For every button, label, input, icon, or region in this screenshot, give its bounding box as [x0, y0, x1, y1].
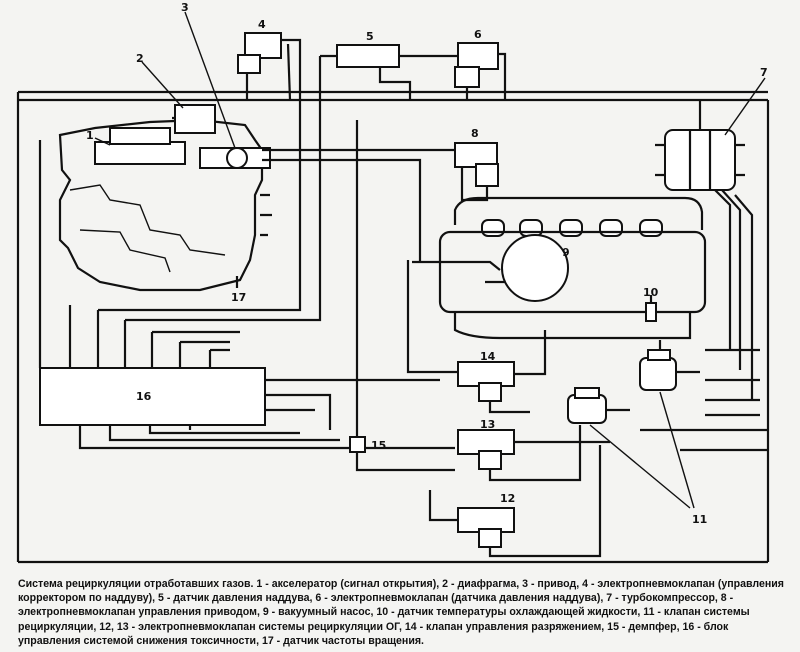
component-8-valve	[262, 142, 499, 262]
component-5-sensor	[318, 44, 412, 100]
label-12: 12	[500, 492, 515, 505]
label-8: 8	[471, 127, 479, 140]
leader-lines	[94, 11, 766, 288]
label-3: 3	[181, 1, 189, 14]
label-7: 7	[760, 66, 768, 79]
injection-pump	[58, 104, 272, 292]
figure-caption: Система рециркуляции отработавших газов.…	[18, 578, 784, 647]
egr-system-diagram: 1 2 3 4 5 6 7 8 9 10 11 12 13 14 15 16 1…	[16, 1, 770, 564]
damper-15	[349, 120, 455, 472]
label-4: 4	[258, 18, 266, 31]
label-10: 10	[643, 286, 659, 299]
component-6-valve	[399, 42, 507, 100]
label-15: 15	[371, 439, 386, 452]
label-1: 1	[86, 129, 94, 142]
label-9: 9	[562, 246, 570, 259]
label-16: 16	[136, 390, 152, 403]
label-14: 14	[480, 350, 496, 363]
label-2: 2	[136, 52, 144, 65]
number-labels: 1 2 3 4 5 6 7 8 9 10 11 12 13 14 15 16 1…	[86, 1, 768, 526]
component-12-valve	[428, 445, 602, 558]
component-14-valve	[406, 260, 547, 414]
label-5: 5	[366, 30, 374, 43]
vacuum-pump	[412, 234, 569, 302]
egr-valves-11	[567, 340, 768, 509]
cylinder-ports	[481, 219, 663, 237]
component-4-valve	[237, 32, 302, 101]
label-13: 13	[480, 418, 495, 431]
coolant-temp-sensor	[645, 295, 657, 322]
label-17: 17	[231, 291, 246, 304]
turbocharger	[655, 100, 745, 191]
label-11: 11	[692, 513, 707, 526]
control-unit-16	[38, 100, 455, 450]
frame-lines	[16, 90, 770, 564]
component-13-valve	[457, 425, 610, 482]
label-6: 6	[474, 28, 482, 41]
